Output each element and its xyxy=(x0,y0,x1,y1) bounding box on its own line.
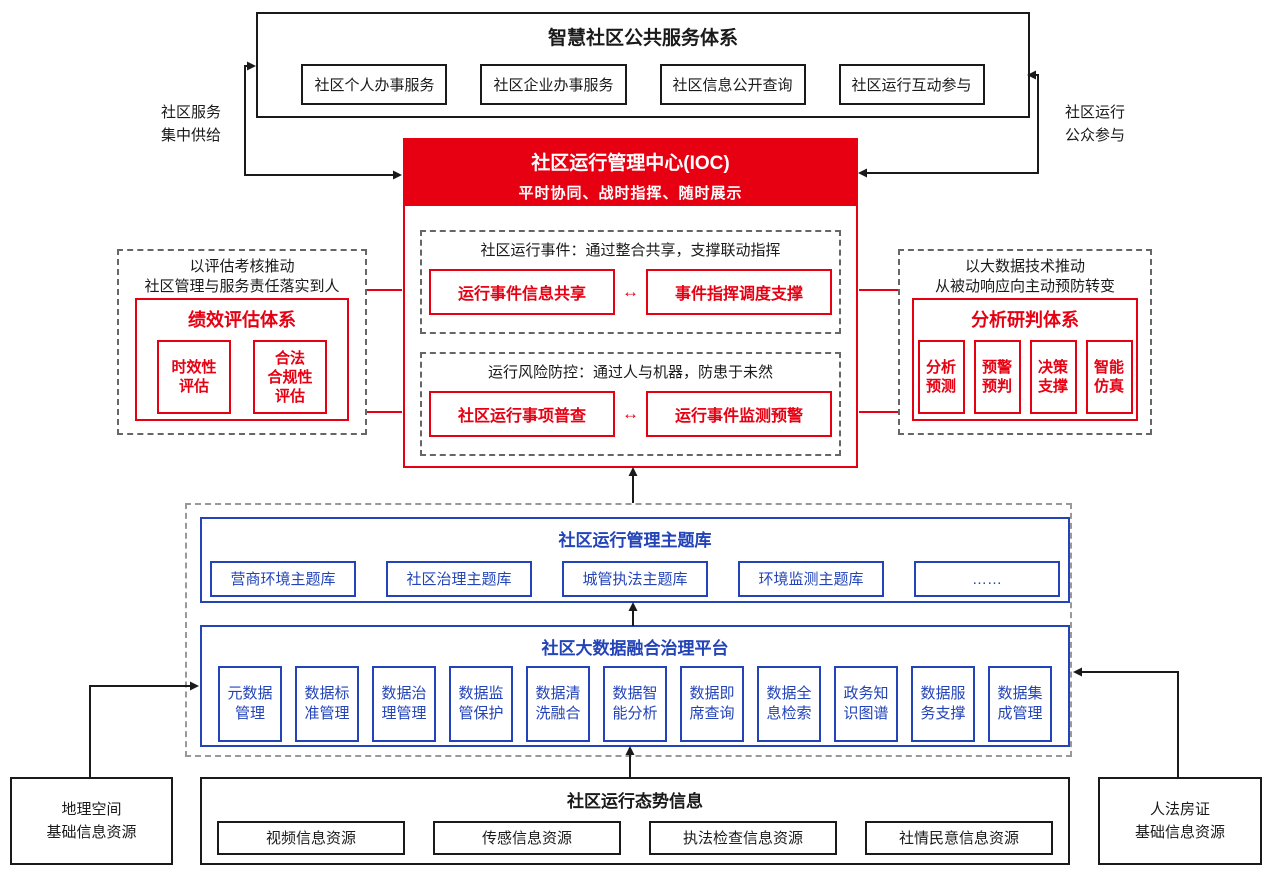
service-item-enterprise: 社区企业办事服务 xyxy=(480,64,627,105)
platform-cell-integration: 数据集 成管理 xyxy=(988,666,1052,742)
ioc-center-panel: 社区运行管理中心(IOC) 平时协同、战时指挥、随时展示 社区运行事件：通过整合… xyxy=(403,138,858,468)
platform-cell-governance: 数据治 理管理 xyxy=(372,666,436,742)
platform-cell-ai-analysis: 数据智 能分析 xyxy=(603,666,667,742)
risk-section: 运行风险防控：通过人与机器，防患于未然 社区运行事项普查 ↔ 运行事件监测预警 xyxy=(420,352,841,456)
theme-library-title: 社区运行管理主题库 xyxy=(558,531,712,550)
analysis-judgement-panel: 以大数据技术推动 从被动响应向主动预防转变 分析研判体系 分析 预测 预警 预判… xyxy=(898,249,1152,435)
legal-base-info-box: 人法房证 基础信息资源 xyxy=(1098,777,1262,865)
event-section-label: 社区运行事件：通过整合共享，支撑联动指挥 xyxy=(480,242,781,259)
platform-cell-knowledge-graph: 政务知 识图谱 xyxy=(834,666,898,742)
situation-info-panel: 社区运行态势信息 视频信息资源 传感信息资源 执法检查信息资源 社情民意信息资源 xyxy=(200,777,1070,865)
performance-system-title: 绩效评估体系 xyxy=(188,310,296,330)
smart-simulation-cell: 智能 仿真 xyxy=(1085,340,1133,414)
theme-library-panel: 社区运行管理主题库 营商环境主题库 社区治理主题库 城管执法主题库 环境监测主题… xyxy=(200,517,1070,603)
platform-cell-adhoc-query: 数据即 席查询 xyxy=(680,666,744,742)
situation-info-title: 社区运行态势信息 xyxy=(567,792,703,811)
risk-section-row: 社区运行事项普查 ↔ 运行事件监测预警 xyxy=(422,391,839,437)
platform-cells-row: 元数据 管理 数据标 准管理 数据治 理管理 数据监 管保护 数据清 洗融合 数… xyxy=(202,666,1068,742)
data-to-ioc-arrow xyxy=(628,467,638,503)
risk-census-box: 社区运行事项普查 xyxy=(429,391,615,437)
public-opinion-resource: 社情民意信息资源 xyxy=(865,821,1053,855)
service-item-info-query: 社区信息公开查询 xyxy=(659,64,806,105)
theme-governance: 社区治理主题库 xyxy=(386,561,532,597)
theme-items-row: 营商环境主题库 社区治理主题库 城管执法主题库 环境监测主题库 …… xyxy=(202,561,1068,597)
situation-items-row: 视频信息资源 传感信息资源 执法检查信息资源 社情民意信息资源 xyxy=(202,821,1068,855)
left-flow-label: 社区服务 集中供给 xyxy=(160,104,221,144)
ioc-subtitle: 平时协同、战时指挥、随时展示 xyxy=(518,185,743,202)
geo-base-info-box: 地理空间 基础信息资源 xyxy=(10,777,173,865)
performance-system-box: 绩效评估体系 时效性 评估 合法 合规性 评估 xyxy=(135,298,349,421)
theme-env-monitoring: 环境监测主题库 xyxy=(738,561,884,597)
bigdata-platform-title: 社区大数据融合治理平台 xyxy=(541,639,729,658)
double-arrow-icon: ↔ xyxy=(622,282,639,301)
sensor-info-resource: 传感信息资源 xyxy=(433,821,621,855)
performance-caption: 以评估考核推动 社区管理与服务责任落实到人 xyxy=(144,258,340,295)
theme-urban-enforcement: 城管执法主题库 xyxy=(562,561,708,597)
analysis-cells-row: 分析 预测 预警 预判 决策 支撑 智能 仿真 xyxy=(914,340,1136,414)
public-service-system-panel: 智慧社区公共服务体系 社区个人办事服务 社区企业办事服务 社区信息公开查询 社区… xyxy=(256,12,1030,118)
decision-support-cell: 决策 支撑 xyxy=(1029,340,1077,414)
event-info-share-box: 运行事件信息共享 xyxy=(429,269,615,315)
ioc-header: 社区运行管理中心(IOC) 平时协同、战时指挥、随时展示 xyxy=(403,138,858,206)
public-service-items-row: 社区个人办事服务 社区企业办事服务 社区信息公开查询 社区运行互动参与 xyxy=(258,64,1028,105)
analysis-system-title: 分析研判体系 xyxy=(971,310,1079,330)
double-arrow-icon: ↔ xyxy=(622,404,639,423)
analysis-caption: 以大数据技术推动 从被动响应向主动预防转变 xyxy=(934,258,1115,295)
performance-cells-row: 时效性 评估 合法 合规性 评估 xyxy=(137,340,347,414)
event-section: 社区运行事件：通过整合共享，支撑联动指挥 运行事件信息共享 ↔ 事件指挥调度支撑 xyxy=(420,230,841,334)
event-command-box: 事件指挥调度支撑 xyxy=(646,269,832,315)
analysis-forecast-cell: 分析 预测 xyxy=(917,340,965,414)
bigdata-platform-panel: 社区大数据融合治理平台 元数据 管理 数据标 准管理 数据治 理管理 数据监 管… xyxy=(200,625,1070,747)
right-flow-label: 社区运行 公众参与 xyxy=(1064,104,1125,144)
video-info-resource: 视频信息资源 xyxy=(217,821,405,855)
theme-ellipsis: …… xyxy=(914,561,1060,597)
platform-cell-cleansing: 数据清 洗融合 xyxy=(526,666,590,742)
ioc-title: 社区运行管理中心(IOC) xyxy=(531,153,730,174)
enforcement-info-resource: 执法检查信息资源 xyxy=(649,821,837,855)
legal-to-platform-connector xyxy=(1073,667,1179,778)
geo-to-platform-connector xyxy=(89,681,199,778)
risk-section-label: 运行风险防控：通过人与机器，防患于未然 xyxy=(487,364,773,381)
data-layer-dashed-region xyxy=(185,503,1072,757)
platform-cell-supervision: 数据监 管保护 xyxy=(449,666,513,742)
risk-warning-box: 运行事件监测预警 xyxy=(646,391,832,437)
performance-evaluation-panel: 以评估考核推动 社区管理与服务责任落实到人 绩效评估体系 时效性 评估 合法 合… xyxy=(117,249,367,435)
analysis-system-box: 分析研判体系 分析 预测 预警 预判 决策 支撑 智能 仿真 xyxy=(912,298,1138,421)
event-section-row: 运行事件信息共享 ↔ 事件指挥调度支撑 xyxy=(422,269,839,315)
theme-business-env: 营商环境主题库 xyxy=(210,561,356,597)
platform-cell-service-support: 数据服 务支撑 xyxy=(911,666,975,742)
right-panel-link-lines xyxy=(859,289,898,413)
service-item-personal: 社区个人办事服务 xyxy=(301,64,448,105)
compliance-eval-cell: 合法 合规性 评估 xyxy=(253,340,327,414)
public-service-title: 智慧社区公共服务体系 xyxy=(547,28,738,49)
timeliness-eval-cell: 时效性 评估 xyxy=(157,340,231,414)
warning-judge-cell: 预警 预判 xyxy=(973,340,1021,414)
left-panel-link-lines xyxy=(367,289,402,413)
platform-cell-metadata: 元数据 管理 xyxy=(218,666,282,742)
service-item-participation: 社区运行互动参与 xyxy=(838,64,985,105)
platform-cell-holographic-search: 数据全 息检索 xyxy=(757,666,821,742)
platform-cell-standards: 数据标 准管理 xyxy=(295,666,359,742)
